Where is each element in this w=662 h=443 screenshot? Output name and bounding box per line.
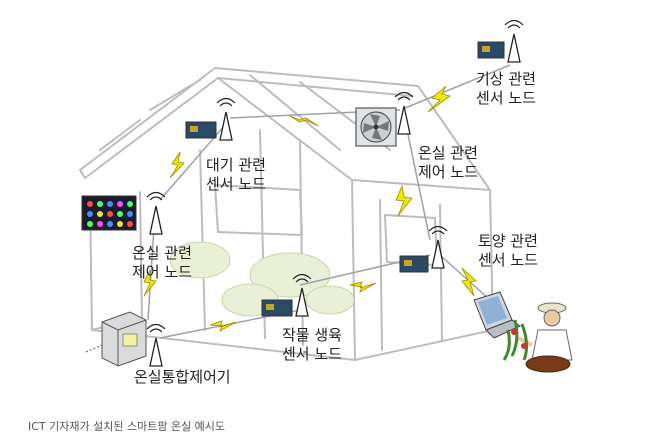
label-atmosphere-node-line2: 센서 노드 — [206, 175, 266, 193]
sensor-node-crop — [261, 273, 312, 317]
label-left-control-line2: 제어 노드 — [132, 263, 192, 281]
sensor-node-controller — [146, 323, 166, 367]
sensor-node-soil — [399, 225, 448, 273]
label-integrated-controller: 온실통합제어기 — [134, 368, 231, 386]
label-left-control-node: 온실 관련 제어 노드 — [132, 244, 192, 282]
label-weather-node-line2: 센서 노드 — [476, 89, 536, 107]
bolt-controller-crop — [209, 320, 237, 332]
integrated-controller-icon — [85, 311, 147, 367]
label-soil-node: 토양 관련 센서 노드 — [478, 232, 538, 270]
ventilation-fan-icon — [355, 107, 397, 147]
bolt-weather-control — [427, 85, 451, 113]
farmer-icon — [502, 302, 573, 373]
bolt-soil-farmer — [461, 267, 477, 297]
sensor-node-greenhouse-control — [394, 91, 414, 135]
bolt-atmosphere-left — [169, 151, 185, 179]
label-weather-node-line1: 기상 관련 — [476, 70, 536, 88]
laptop-icon — [473, 291, 521, 339]
label-soil-node-line1: 토양 관련 — [478, 232, 538, 250]
label-left-control-line1: 온실 관련 — [132, 244, 192, 262]
bolt-control-soil — [395, 184, 413, 217]
sensor-node-atmosphere — [185, 97, 236, 141]
label-greenhouse-control-line1: 온실 관련 — [418, 144, 478, 162]
led-panel-icon — [81, 195, 137, 231]
plants-decoration — [169, 241, 355, 317]
label-soil-node-line2: 센서 노드 — [478, 251, 538, 269]
bolt-crop-soil — [349, 281, 377, 293]
sensor-node-left-control — [146, 191, 166, 235]
label-crop-node-line1: 작물 생육 — [282, 326, 342, 344]
label-crop-node-line2: 센서 노드 — [282, 345, 342, 363]
bolt-left-controller — [143, 269, 157, 297]
label-weather-node: 기상 관련 센서 노드 — [476, 70, 536, 108]
greenhouse-outline — [79, 67, 494, 361]
figure-caption: ICT 기자재가 설치된 스마트팜 온실 예시도 — [28, 420, 226, 433]
label-greenhouse-control-line2: 제어 노드 — [418, 163, 478, 181]
sensor-node-weather — [477, 19, 524, 63]
label-atmosphere-node-line1: 대기 관련 — [206, 156, 266, 174]
label-crop-node: 작물 생육 센서 노드 — [282, 326, 342, 364]
wireless-signal-bolts — [143, 85, 477, 332]
label-greenhouse-control-node: 온실 관련 제어 노드 — [418, 144, 478, 182]
label-atmosphere-node: 대기 관련 센서 노드 — [206, 156, 266, 194]
bolt-atmosphere-control — [289, 115, 319, 127]
